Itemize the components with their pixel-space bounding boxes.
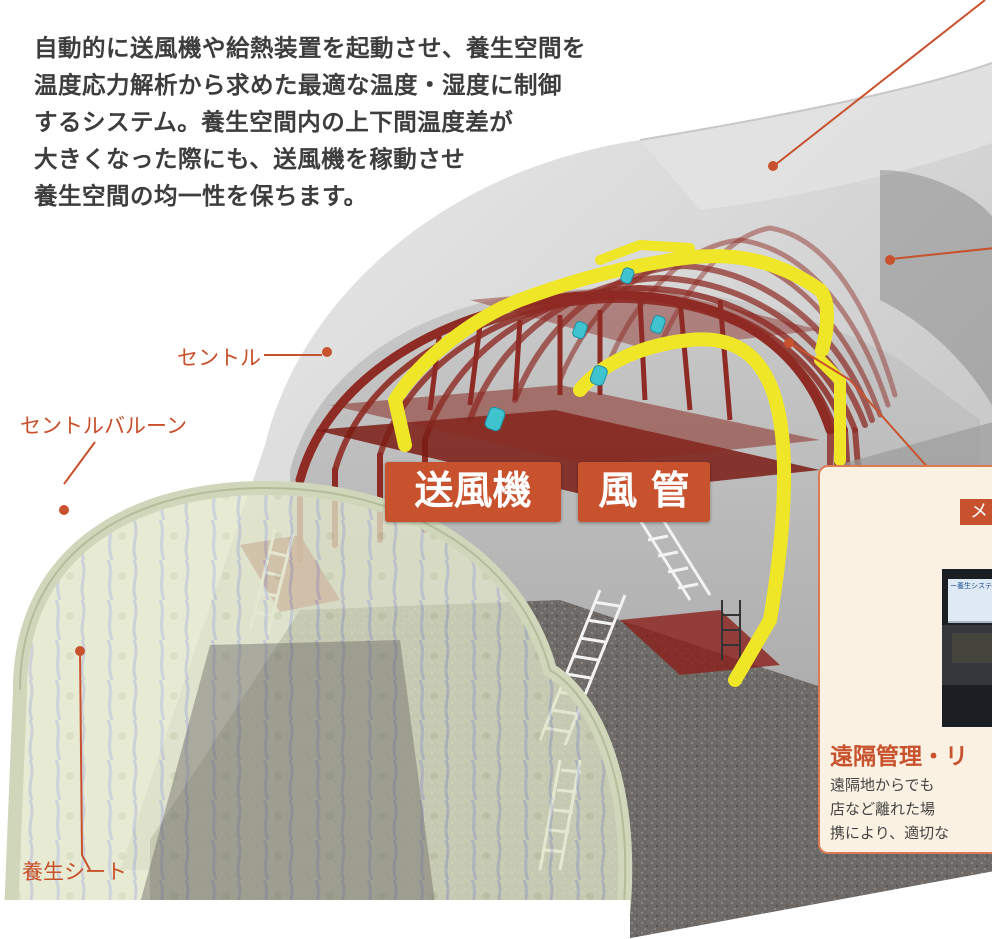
panel-line: 遠隔地からでも	[830, 776, 935, 794]
description-line: 自動的に送風機や給熱装置を起動させ、養生空間を	[34, 34, 586, 62]
panel-line: 携により、適切な	[830, 824, 950, 842]
panel-line: 店など離れた場	[830, 800, 936, 818]
panel-body: 遠隔地からでも 店など離れた場 携により、適切な	[830, 773, 949, 845]
control-room-photo: ー養生システム	[942, 569, 992, 727]
monitor-screen: ー養生システム	[948, 579, 992, 623]
description-line: 大きくなった際にも、送風機を稼動させ	[34, 145, 466, 173]
callout-curing-sheet: 養生シート	[22, 860, 127, 884]
panel-header: メ	[960, 499, 992, 525]
blower-label: 送風機	[385, 462, 561, 522]
duct-label: 風 管	[578, 462, 710, 522]
callout-leaders	[59, 0, 992, 871]
remote-management-panel: メ ー養生システム 遠隔管理・リ 遠隔地からでも 店など離れた場 携により、適切…	[818, 465, 992, 854]
screen-text: ー養生システム	[950, 582, 992, 590]
description-line: するシステム。養生空間内の上下間温度差が	[34, 108, 514, 136]
panel-title: 遠隔管理・リ	[830, 744, 968, 770]
fan-units	[484, 267, 666, 432]
bottom-cover	[0, 900, 630, 939]
callout-centle: セントル	[177, 346, 261, 370]
description-line: 温度応力解析から求めた最適な温度・湿度に制御	[34, 71, 562, 99]
centle-frame	[295, 225, 898, 623]
description-line: 養生空間の均一性を保ちます。	[34, 182, 368, 210]
callout-centle-balloon: セントルバルーン	[20, 414, 187, 438]
centle-balloon	[3, 480, 633, 939]
system-description: 自動的に送風機や給熱装置を起動させ、養生空間を 温度応力解析から求めた最適な温度…	[34, 30, 714, 215]
desk-glow	[952, 633, 992, 663]
